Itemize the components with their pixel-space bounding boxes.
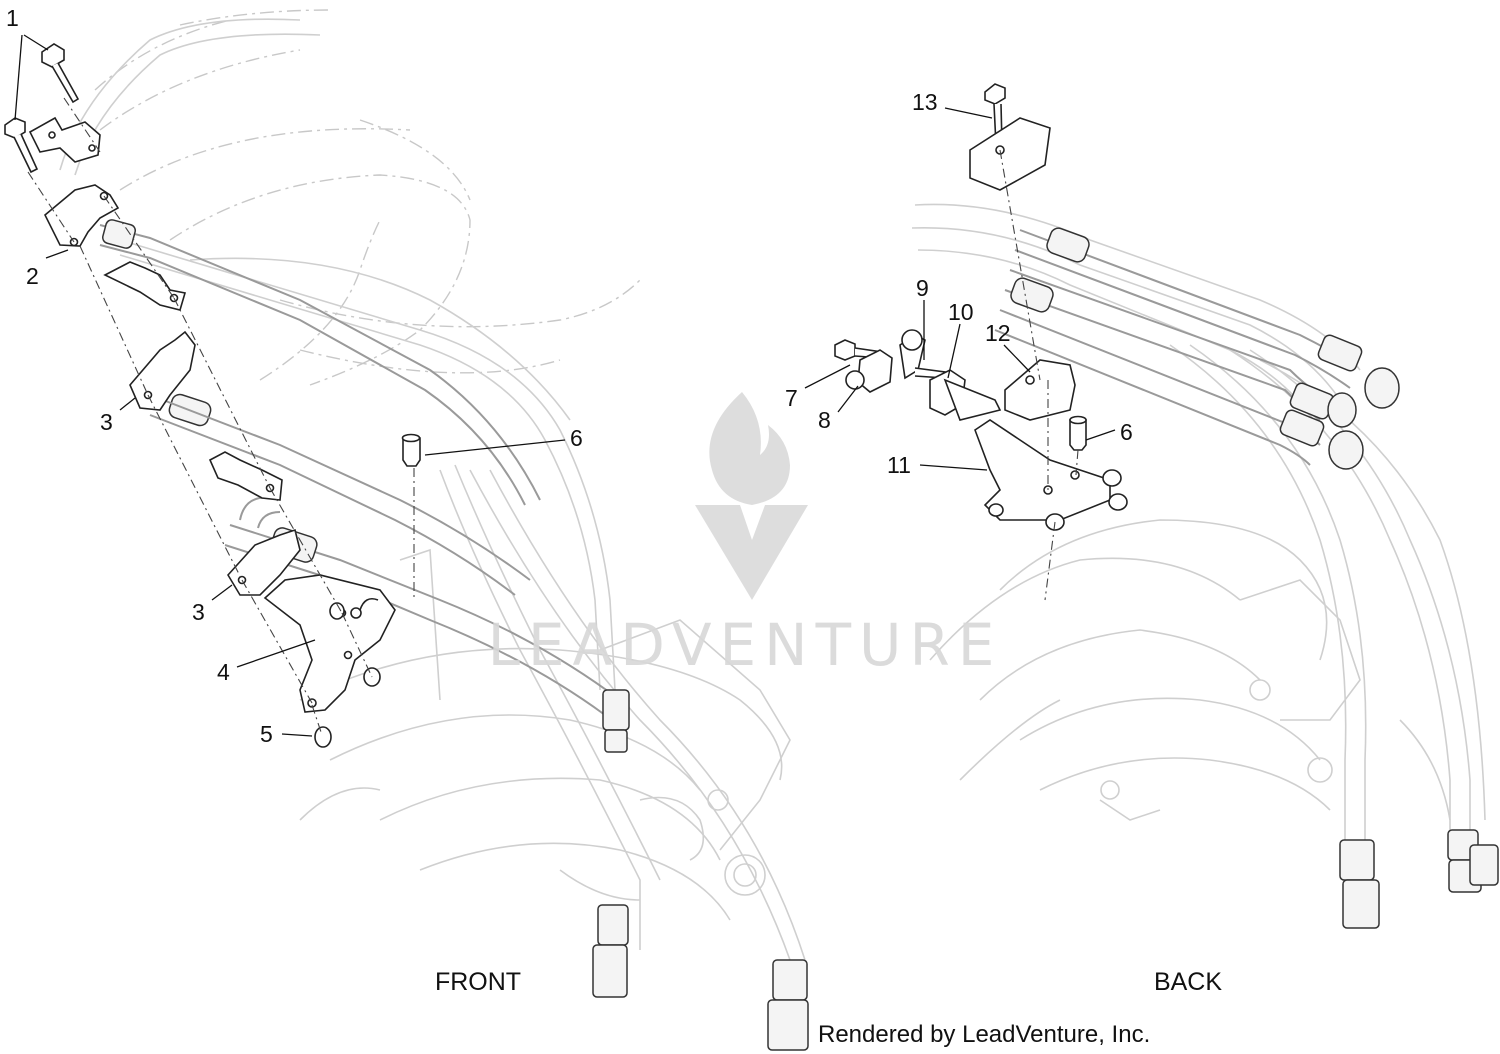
callout-13: 13 (912, 89, 938, 115)
front-hose-fittings (592, 689, 809, 1051)
callout-4: 4 (217, 659, 230, 685)
callout-6-front: 6 (570, 425, 583, 451)
front-view-label: FRONT (435, 968, 521, 996)
front-hose-tube (99, 219, 621, 716)
back-background-assembly (911, 203, 1486, 850)
front-background-assembly (59, 9, 806, 961)
back-clamps (834, 83, 1128, 531)
callout-7: 7 (785, 385, 798, 411)
front-clamps (28, 116, 396, 748)
callout-5: 5 (260, 721, 273, 747)
callout-3-lower: 3 (192, 599, 205, 625)
callouts: 1 2 3 3 4 5 6 6 7 8 9 10 11 12 13 (6, 5, 1133, 747)
credit-text: Rendered by LeadVenture, Inc. (818, 1021, 1150, 1048)
watermark: LEADVENTURE (488, 392, 1003, 679)
callout-3-upper: 3 (100, 409, 113, 435)
front-bolts (4, 43, 421, 467)
front-center-lines (27, 97, 415, 736)
watermark-text: LEADVENTURE (488, 611, 1003, 679)
callout-12: 12 (985, 320, 1011, 346)
callout-6-back: 6 (1120, 419, 1133, 445)
callout-10: 10 (948, 299, 974, 325)
back-view-label: BACK (1154, 968, 1222, 996)
v-logo-icon (695, 505, 808, 600)
callout-2: 2 (26, 263, 39, 289)
leader-lines (14, 34, 1116, 737)
flame-icon (709, 392, 790, 505)
back-center-lines (999, 149, 1079, 601)
callout-8: 8 (818, 407, 831, 433)
callout-1: 1 (6, 5, 19, 31)
callout-9: 9 (916, 275, 929, 301)
back-hoses (994, 227, 1499, 929)
callout-11: 11 (887, 452, 911, 478)
